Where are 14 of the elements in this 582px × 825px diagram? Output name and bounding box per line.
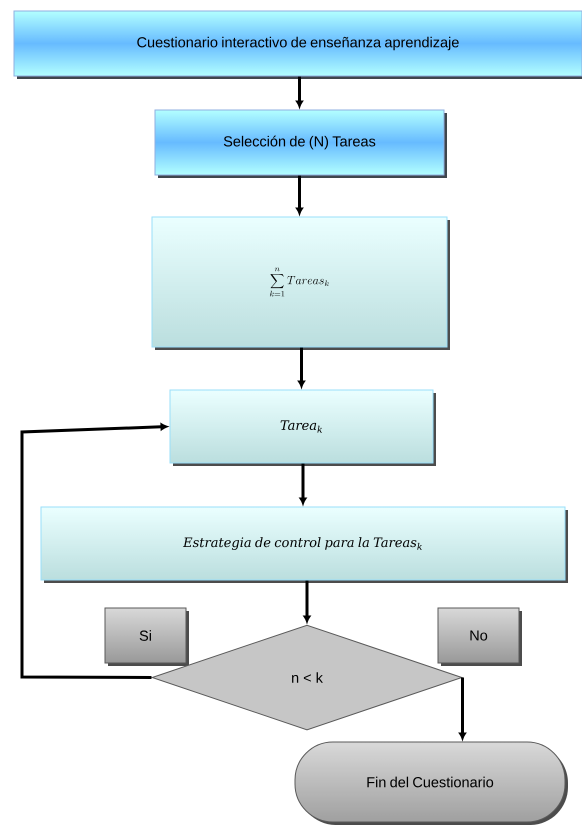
arrow	[303, 580, 311, 623]
process-box: Estrategia de control para la Tareas$_{k}$	[40, 506, 568, 583]
arrow	[298, 348, 306, 388]
label-box: Si	[104, 608, 189, 666]
arrow	[299, 464, 307, 505]
arrow	[296, 76, 304, 108]
arrow	[458, 678, 466, 740]
process-box: Selección de (N) Tareas	[154, 110, 447, 178]
arrow	[296, 176, 304, 215]
process-box: Cuestionario interactivo de enseñanza aprendizaje	[14, 10, 582, 79]
formula-box: $\sum_{k=1}^{n} Tareas_{k}$	[152, 216, 450, 350]
arrow	[20, 423, 168, 679]
label-box: No	[438, 608, 522, 666]
process-box: Tarea$_{k}$	[170, 390, 436, 466]
